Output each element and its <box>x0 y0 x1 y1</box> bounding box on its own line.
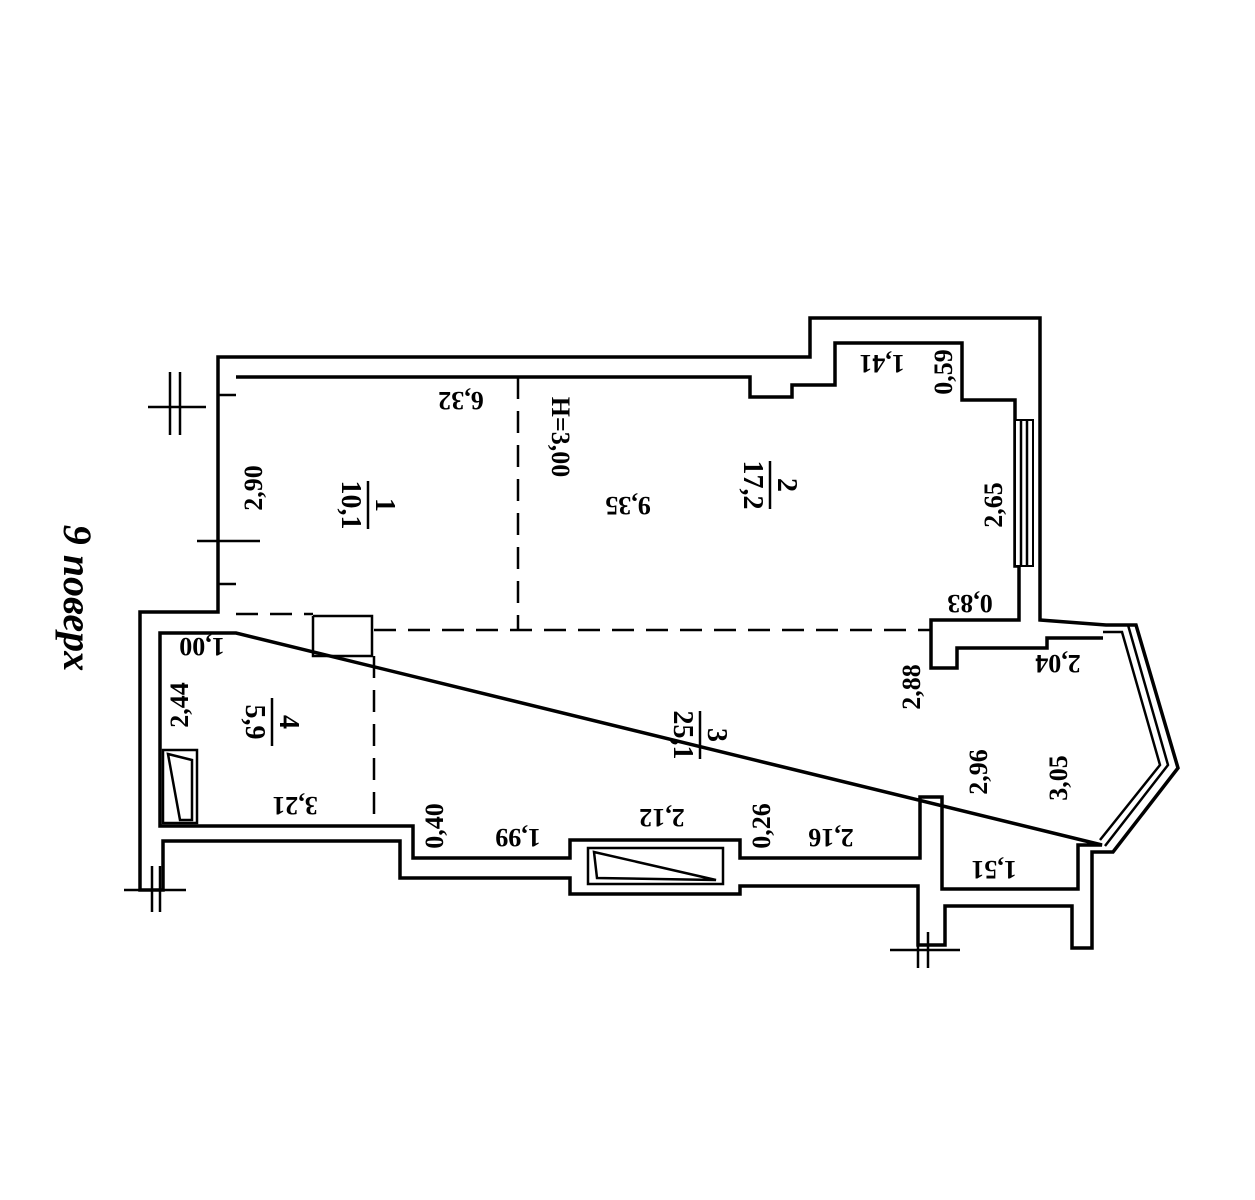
dimension-label: 2,04 <box>1035 649 1081 678</box>
floor-label: 9 поверх <box>55 525 100 672</box>
dimension-label: 0,26 <box>747 803 776 849</box>
dimension-label: 1,00 <box>179 632 225 661</box>
bay-window <box>1099 623 1170 847</box>
dimension-label: 1,41 <box>859 349 905 378</box>
room-number: 4 <box>273 715 304 729</box>
axis-mark-left-mid <box>197 528 260 553</box>
dimension-label: 9,35 <box>605 491 651 520</box>
dimension-label: 0,40 <box>420 803 449 849</box>
window-right <box>1014 419 1034 567</box>
dimension-label: 2,96 <box>964 749 993 795</box>
axis-mark-bottom-right <box>890 932 960 968</box>
room-2-label: 2 17,2 <box>737 461 802 510</box>
dimension-label: 2,90 <box>239 465 268 511</box>
ceiling-height: H=3,00 <box>546 397 575 478</box>
room-1-label: 1 10,1 <box>335 481 400 530</box>
shaft <box>311 614 374 658</box>
dimension-label: 3,05 <box>1044 755 1073 801</box>
dimension-label: 1,51 <box>971 855 1017 884</box>
dimension-label: 1,99 <box>495 823 541 852</box>
dimension-label: 2,88 <box>897 664 926 710</box>
inner-wall-bay <box>158 631 1103 891</box>
dimension-label: 2,12 <box>639 803 685 832</box>
room-number: 1 <box>369 498 400 512</box>
dimension-label: 3,21 <box>272 791 318 820</box>
room-number: 2 <box>771 478 802 492</box>
room-area: 5,9 <box>239 705 270 740</box>
wall-niche <box>586 846 725 886</box>
bathtub <box>161 748 199 825</box>
dimension-label: 2,44 <box>165 682 194 728</box>
room-3-label: 3 25,1 <box>667 711 732 760</box>
outer-wall <box>138 316 1180 950</box>
dimension-label: 6,32 <box>438 386 484 415</box>
axis-mark-bottom-left <box>124 866 186 912</box>
room-4-label: 4 5,9 <box>239 698 304 746</box>
room-number: 3 <box>701 728 732 742</box>
dimension-label: 2,16 <box>808 823 854 852</box>
dimension-label: 2,65 <box>979 482 1008 528</box>
dimension-label: 0,59 <box>929 349 958 395</box>
room-area: 10,1 <box>335 481 366 530</box>
axis-mark-top-left <box>148 372 206 435</box>
dimension-label: 0,83 <box>947 589 993 618</box>
room-area: 17,2 <box>737 461 768 510</box>
room-area: 25,1 <box>667 711 698 760</box>
